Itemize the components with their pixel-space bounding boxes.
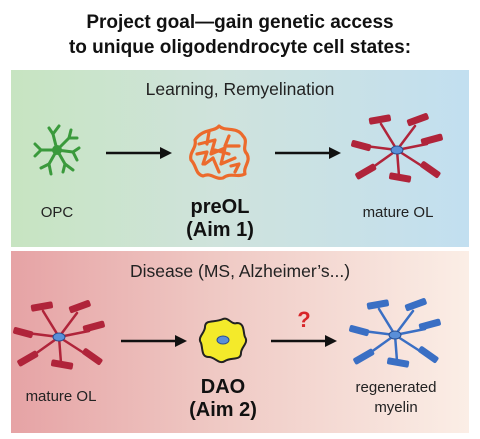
regenerated-line-2: myelin — [374, 399, 418, 416]
arrow-icon — [106, 147, 172, 159]
regenerated-myelin-cell-icon — [349, 298, 441, 368]
arrow-icon — [121, 335, 187, 347]
regenerated-myelin-label: regenerated myelin — [341, 378, 451, 418]
bottom-panel-header: Disease (MS, Alzheimer’s...) — [129, 261, 351, 281]
arrow-icon — [271, 335, 337, 347]
preol-cell-icon — [189, 124, 250, 180]
regenerated-line-1: regenerated — [355, 379, 437, 396]
dao-label: DAO (Aim 2) — [176, 376, 270, 422]
mature-ol-cell-icon — [13, 300, 105, 370]
dao-aim: (Aim 2) — [189, 399, 257, 421]
dao-name: DAO — [200, 376, 246, 398]
preol-name: preOL — [190, 196, 250, 218]
opc-label: OPC — [40, 204, 74, 221]
arrow-icon — [275, 147, 341, 159]
title-line-1: Project goal—gain genetic access — [86, 12, 394, 33]
mature-ol-label: mature OL — [25, 388, 97, 405]
mature-ol-label: mature OL — [362, 204, 434, 221]
title-line-2: to unique oligodendrocyte cell states: — [68, 37, 412, 58]
preol-label: preOL (Aim 1) — [173, 196, 267, 242]
top-panel-header: Learning, Remyelination — [145, 79, 335, 99]
top-panel: Learning, Remyelination — [11, 70, 469, 247]
question-mark: ? — [297, 307, 311, 332]
preol-aim: (Aim 1) — [186, 219, 254, 241]
opc-cell-icon — [33, 124, 81, 176]
dao-cell-icon — [198, 317, 248, 364]
mature-ol-cell-icon — [351, 113, 443, 183]
page-title: Project goal—gain genetic access to uniq… — [0, 10, 480, 60]
bottom-panel: Disease (MS, Alzheimer’s...) — [11, 251, 469, 433]
